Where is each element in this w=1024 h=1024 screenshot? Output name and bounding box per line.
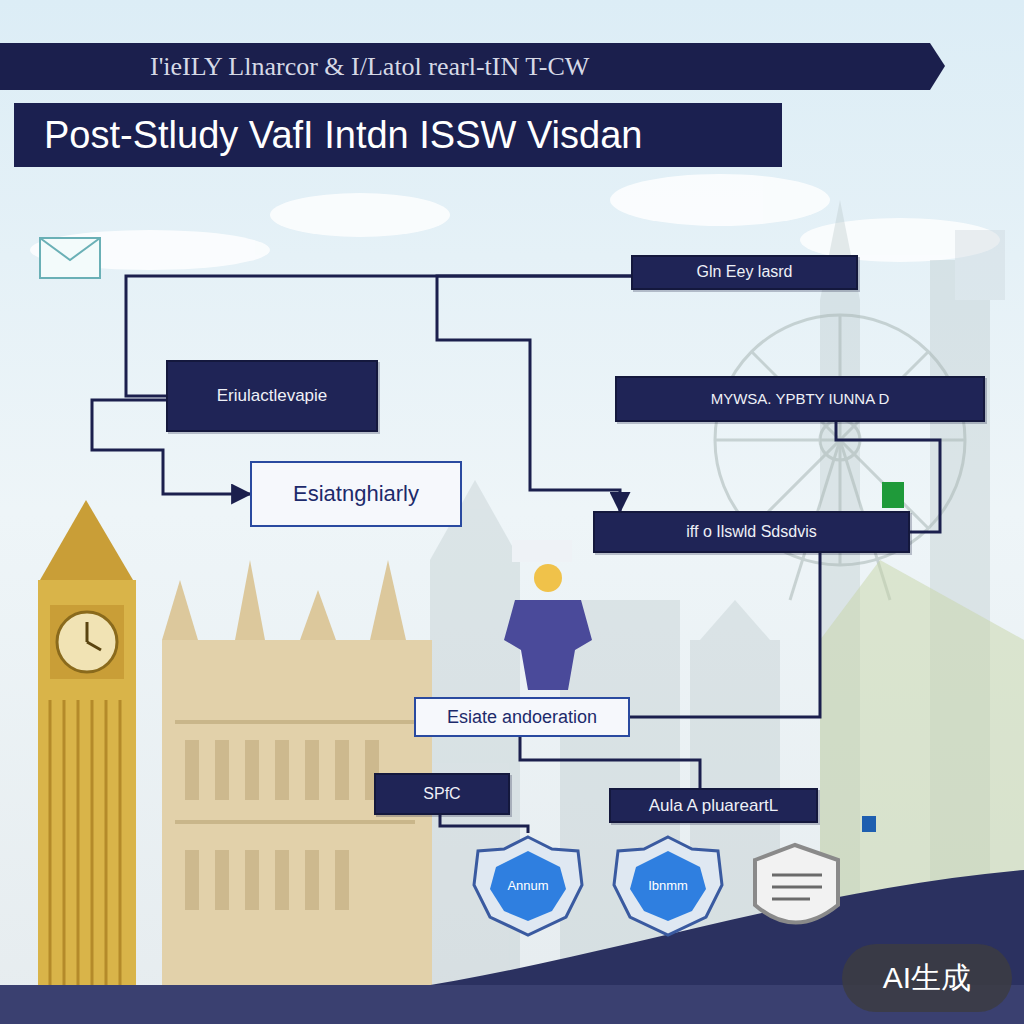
big-ben	[38, 500, 136, 990]
node-text: Esiatnghiarly	[285, 481, 427, 506]
banner-text: I'ieILY Llnarcor & I/Latol rearl-tIN T-C…	[150, 52, 589, 82]
shield-badge: Ibnmm	[610, 833, 726, 939]
node-text: Eriulactlevapie	[209, 386, 336, 406]
node-text: Annum	[499, 879, 556, 894]
connector-line	[630, 553, 820, 717]
corner-icon	[40, 238, 100, 278]
node-text: SPfC	[415, 785, 468, 803]
node-text: Aula A pluareartL	[641, 796, 786, 816]
node-text: MYWSA. YPBTY IUNNA D	[703, 390, 898, 407]
process-box: iff o Ilswld Sdsdvis	[593, 511, 910, 553]
process-box: Aula A pluareartL	[609, 788, 818, 823]
shield-frame	[614, 837, 722, 935]
watermark: AI生成	[842, 944, 1012, 1012]
london-eye	[715, 315, 965, 600]
connector-line	[440, 815, 528, 833]
document-shield	[755, 845, 838, 923]
shield-badge: Annum	[470, 833, 586, 939]
process-box: Eriulactlevapie	[166, 360, 378, 432]
title-text: Post-Stludy VafI Intdn ISSW Visdan	[44, 114, 642, 157]
shield-frame	[474, 837, 582, 935]
process-box: Esiate andoeration	[414, 697, 630, 737]
process-box: Esiatnghiarly	[250, 461, 462, 527]
node-text: Ibnmm	[640, 879, 696, 894]
process-box: MYWSA. YPBTY IUNNA D	[615, 376, 985, 422]
banner-shape	[0, 43, 945, 90]
node-text: Esiate andoeration	[439, 707, 605, 728]
connector-line	[520, 737, 700, 788]
process-box: Gln Eey lasrd	[631, 255, 858, 290]
graduate-figure	[504, 540, 592, 690]
shield-core	[490, 851, 566, 921]
node-text: Gln Eey lasrd	[688, 263, 800, 281]
shield-core	[630, 851, 706, 921]
title-band: Post-Stludy VafI Intdn ISSW Visdan	[14, 103, 782, 167]
node-text: iff o Ilswld Sdsdvis	[678, 523, 824, 541]
connector-line	[437, 276, 631, 511]
process-box: SPfC	[374, 773, 510, 815]
box-icons	[338, 378, 904, 832]
